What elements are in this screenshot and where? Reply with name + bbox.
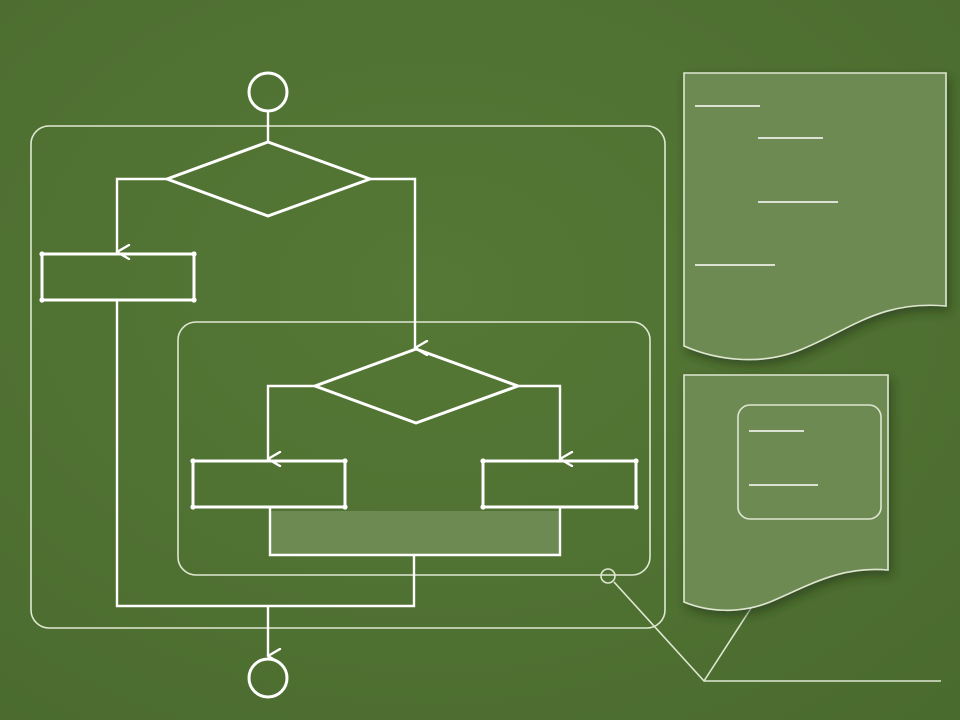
process-left-corner-dots bbox=[39, 251, 197, 303]
connector-outer-left-branch bbox=[115, 177, 167, 252]
merge-bar bbox=[270, 511, 560, 555]
end-terminal bbox=[247, 657, 289, 699]
connector-inner-merge-down bbox=[268, 555, 416, 608]
connector-inner-right-down bbox=[414, 507, 562, 557]
process-inner-right-corner-dots bbox=[480, 458, 639, 510]
process-inner-left-corner-dots bbox=[190, 458, 348, 510]
decision-outer bbox=[165, 140, 372, 218]
note-page-bottom-inner-card bbox=[737, 404, 882, 520]
connector-inner-right-branch bbox=[518, 384, 560, 459]
note-page-top bbox=[683, 72, 947, 361]
decision-inner bbox=[313, 347, 520, 425]
connector-left-process-down bbox=[115, 300, 268, 608]
connector-outer-right-branch bbox=[370, 177, 415, 348]
connector-inner-left-branch bbox=[266, 384, 315, 459]
note-page-bottom-lines bbox=[749, 430, 818, 486]
outer-group-frame bbox=[30, 125, 666, 629]
connector-inner-left-down bbox=[268, 507, 414, 557]
note-page-top-lines bbox=[695, 105, 838, 266]
callout-pin bbox=[600, 568, 616, 584]
